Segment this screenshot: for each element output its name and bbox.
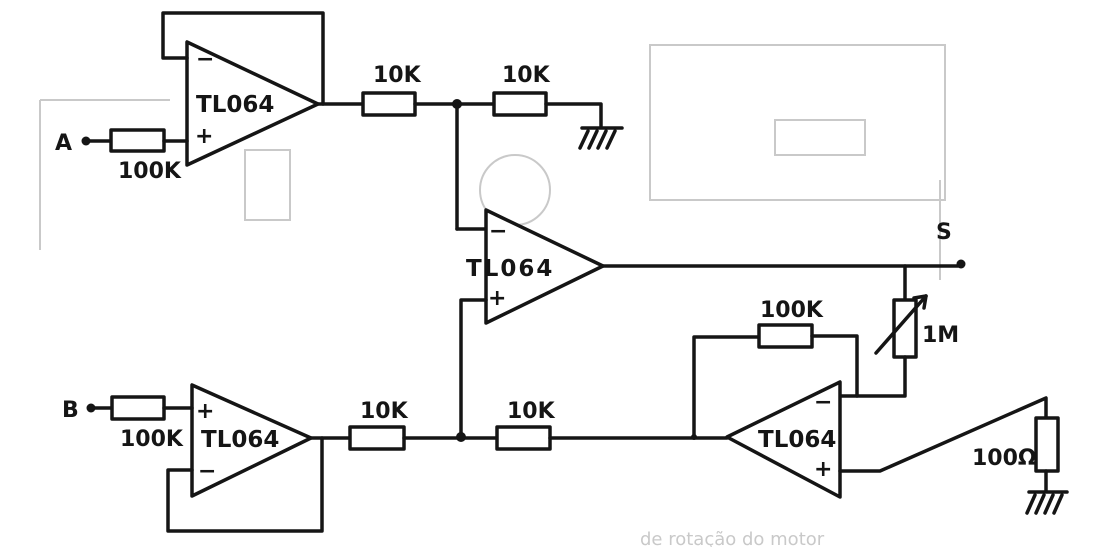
ground-symbol-bottom bbox=[1025, 490, 1069, 515]
terminal-a bbox=[81, 136, 91, 146]
opamp-center: TL064 − + bbox=[466, 208, 605, 325]
background-show-through: de rotação do motor bbox=[39, 44, 946, 547]
resistor-top-ground-label: 10K bbox=[502, 63, 551, 88]
terminal-b-label: B bbox=[62, 398, 79, 423]
opamp-bottom-right-plus: + bbox=[814, 457, 832, 482]
opamp-bottom-left-minus: − bbox=[198, 459, 216, 484]
terminal-b bbox=[86, 403, 96, 413]
potentiometer-arrow bbox=[874, 294, 928, 355]
opamp-top-left-minus: − bbox=[196, 47, 214, 72]
junction-bottom bbox=[456, 432, 466, 442]
ground-symbol-top bbox=[578, 126, 624, 150]
terminal-s bbox=[956, 259, 966, 269]
wire-bottom-feedback bbox=[166, 436, 324, 533]
resistor-input-b bbox=[110, 395, 166, 421]
resistor-top-1-label: 10K bbox=[373, 63, 422, 88]
wire-feedback-right bbox=[810, 334, 859, 398]
opamp-center-minus: − bbox=[489, 219, 507, 244]
opamp-center-label: TL064 bbox=[466, 256, 554, 282]
opamp-bottom-left: TL064 + − bbox=[190, 383, 313, 498]
resistor-top-1 bbox=[361, 91, 417, 117]
opamp-top-left: TL064 − + bbox=[185, 40, 320, 167]
wire-top-to-ground bbox=[544, 102, 603, 128]
opamp-top-left-plus: + bbox=[195, 124, 213, 149]
resistor-feedback-label: 100K bbox=[760, 298, 824, 323]
resistor-bottom-2 bbox=[495, 425, 552, 451]
resistor-ground bbox=[1034, 416, 1060, 473]
resistor-ground-label: 100Ω bbox=[972, 446, 1037, 471]
opamp-bottom-right-label: TL064 bbox=[758, 427, 836, 453]
resistor-input-a bbox=[109, 128, 166, 153]
resistor-feedback bbox=[757, 323, 814, 349]
page-caption-fragment: de rotação do motor bbox=[640, 529, 825, 547]
resistor-top-ground bbox=[492, 91, 548, 117]
wire-pot-to-minus bbox=[838, 355, 907, 398]
wire-feedback-left bbox=[692, 335, 761, 439]
resistor-bottom-1-label: 10K bbox=[360, 399, 409, 424]
resistor-bottom-2-label: 10K bbox=[507, 399, 556, 424]
opamp-bottom-left-plus: + bbox=[196, 399, 214, 424]
potentiometer-label: 1M bbox=[922, 323, 959, 348]
opamp-top-left-label: TL064 bbox=[196, 92, 274, 118]
terminal-a-label: A bbox=[55, 131, 72, 156]
wire-plus-to-resistor bbox=[838, 396, 1048, 473]
resistor-input-a-label: 100K bbox=[118, 159, 182, 184]
resistor-bottom-1 bbox=[348, 425, 406, 451]
opamp-center-plus: + bbox=[488, 286, 506, 311]
opamp-bottom-right-minus: − bbox=[814, 390, 832, 415]
opamp-bottom-left-label: TL064 bbox=[201, 427, 279, 453]
terminal-s-label: S bbox=[936, 220, 952, 245]
wire-top-feedback bbox=[161, 11, 325, 106]
resistor-input-b-label: 100K bbox=[120, 427, 184, 452]
opamp-bottom-right: TL064 − + bbox=[725, 380, 842, 499]
wire-center-plus bbox=[459, 298, 488, 438]
